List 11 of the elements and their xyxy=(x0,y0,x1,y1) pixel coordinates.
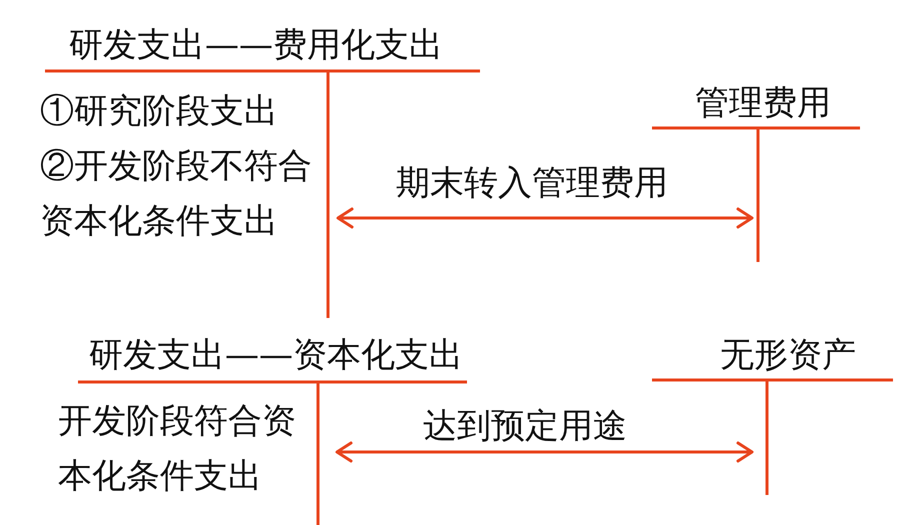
entry-text: 开发阶段符合资本化条件支出 xyxy=(58,401,296,496)
edge-label: 期末转入管理费用 xyxy=(396,163,668,203)
entry-text: ②开发阶段不符合资本化条件支出 xyxy=(40,146,312,241)
entry-text: ①研究阶段支出 xyxy=(40,91,278,131)
account-title: 无形资产 xyxy=(720,335,856,375)
account-title: 研发支出——资本化支出 xyxy=(89,335,463,375)
account-title: 研发支出——费用化支出 xyxy=(69,25,443,65)
arrow xyxy=(336,442,754,462)
edge-label: 达到预定用途 xyxy=(423,406,627,446)
arrow xyxy=(336,208,754,228)
account-title: 管理费用 xyxy=(695,83,831,123)
